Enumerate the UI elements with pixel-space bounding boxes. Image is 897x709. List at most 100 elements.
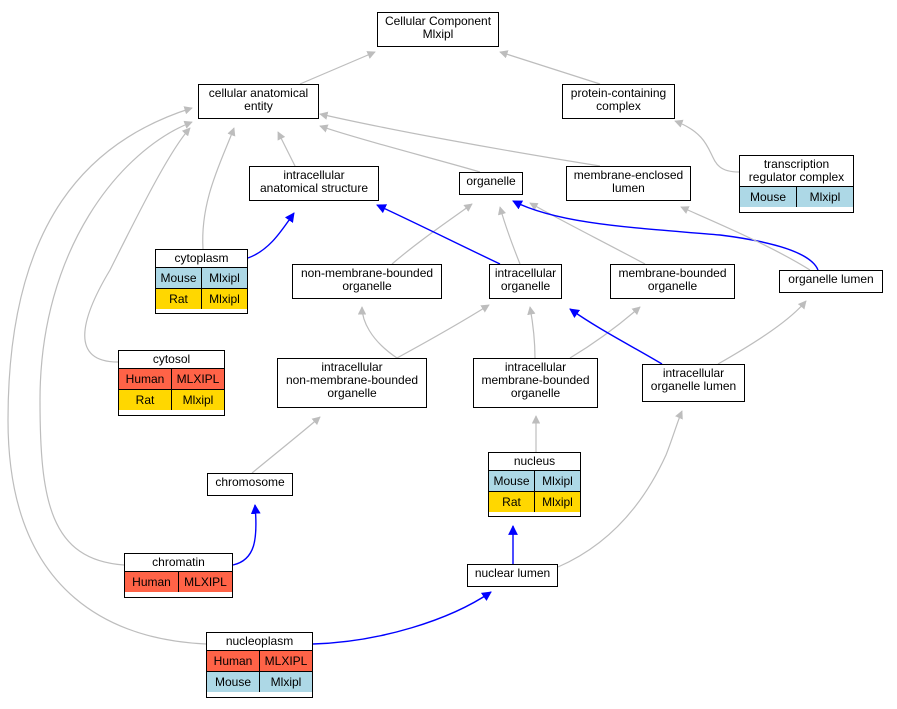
node-title-line: organelle lumen bbox=[788, 272, 874, 286]
node-title: cytoplasm bbox=[156, 250, 247, 267]
annotation-gene: Mlxipl bbox=[201, 289, 247, 309]
node-title-line: transcription bbox=[763, 157, 830, 171]
edge-nl-to-iol bbox=[557, 410, 683, 568]
node-title-line: anatomical structure bbox=[259, 181, 369, 195]
node-title: nuclear lumen bbox=[468, 565, 557, 582]
node-title-line: Cellular Component bbox=[384, 14, 492, 28]
annotation-species: Mouse bbox=[493, 474, 530, 488]
node-nl[interactable]: nuclear lumen bbox=[467, 564, 558, 587]
node-organelle[interactable]: organelle bbox=[459, 172, 523, 195]
annotation-row: Human MLXIPL bbox=[119, 368, 224, 389]
edge-nmbo-to-organelle bbox=[391, 203, 473, 265]
annotation-gene: Mlxipl bbox=[171, 390, 224, 410]
edge-pcc-to-root bbox=[499, 50, 601, 85]
edge-imbo-to-mbo bbox=[569, 306, 641, 359]
edge-iol-to-io bbox=[569, 308, 663, 365]
node-title-line: membrane-bounded bbox=[481, 373, 590, 387]
edge-chromatin-to-chromosome bbox=[232, 504, 261, 566]
node-title-line: complex bbox=[596, 99, 641, 113]
annotation-species: Human bbox=[132, 575, 171, 589]
edge-nucleoplasm-to-cae bbox=[7, 106, 207, 645]
annotation-row: Rat Mlxipl bbox=[156, 288, 247, 309]
annotation-species: Rat bbox=[502, 495, 521, 509]
edge-ias-to-cae bbox=[277, 131, 296, 167]
node-title-line: membrane-bounded bbox=[618, 266, 727, 280]
edge-chromatin-to-cae bbox=[39, 120, 193, 566]
node-title-line: lumen bbox=[612, 181, 645, 195]
annotation-species: Rat bbox=[169, 292, 188, 306]
node-title-line: chromatin bbox=[152, 555, 205, 569]
node-title-line: nucleoplasm bbox=[225, 634, 294, 648]
node-title: chromatin bbox=[125, 554, 232, 571]
edge-cae-to-root bbox=[299, 51, 376, 85]
edge-cytoplasm-to-ias bbox=[247, 212, 295, 259]
annotation-gene: MLXIPL bbox=[171, 369, 224, 389]
edge-imbo-to-io bbox=[527, 306, 536, 359]
node-title: chromosome bbox=[208, 474, 292, 491]
annotation-row: Human MLXIPL bbox=[207, 650, 312, 671]
node-title-line: nucleus bbox=[513, 454, 556, 468]
node-title-line: intracellular bbox=[283, 168, 345, 182]
node-title-line: chromosome bbox=[215, 475, 285, 489]
node-title: cytosol bbox=[119, 351, 224, 368]
node-title-line: Mlxipl bbox=[422, 27, 454, 41]
node-chromosome[interactable]: chromosome bbox=[207, 473, 293, 496]
edge-cytosol-to-cae bbox=[84, 127, 191, 363]
node-title-line: organelle bbox=[647, 279, 698, 293]
node-title-line: membrane-enclosed bbox=[573, 168, 684, 182]
node-title: organelle lumen bbox=[780, 271, 882, 288]
edge-inmbo-to-io bbox=[396, 304, 490, 359]
annotation-species: Mouse bbox=[160, 271, 197, 285]
edge-cytoplasm-to-cae bbox=[202, 127, 236, 250]
node-title-line: cytoplasm bbox=[174, 251, 229, 265]
annotation-species: Human bbox=[125, 372, 165, 386]
edge-io-to-organelle bbox=[497, 206, 521, 265]
node-title-line: entity bbox=[244, 99, 273, 113]
node-title: nucleus bbox=[489, 453, 580, 470]
node-title-line: organelle bbox=[342, 279, 392, 293]
node-ol[interactable]: organelle lumen bbox=[779, 270, 883, 293]
edge-mbo-to-organelle bbox=[529, 202, 646, 265]
annotation-gene: MLXIPL bbox=[259, 651, 312, 671]
node-title-line: non-membrane-bounded bbox=[300, 266, 434, 280]
annotation-species: Human bbox=[213, 654, 253, 668]
edge-mel-to-cae bbox=[319, 111, 601, 167]
node-title-line: intracellular bbox=[321, 360, 383, 374]
node-title-line: organelle bbox=[327, 386, 377, 400]
edge-trc-to-pcc bbox=[674, 119, 740, 173]
node-title: nucleoplasm bbox=[207, 633, 312, 650]
